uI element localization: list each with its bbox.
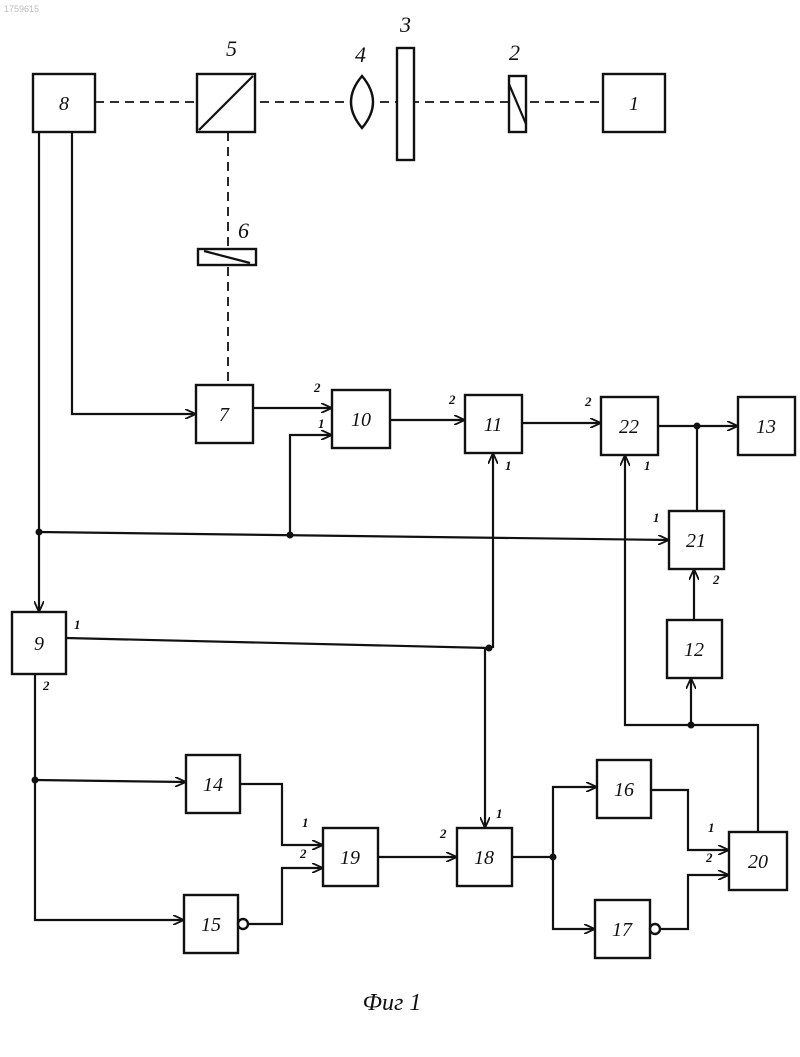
inverter-17 (650, 924, 660, 934)
wire-to-14 (35, 780, 186, 782)
wire-to-10-in1 (290, 435, 332, 535)
label-block-14: 14 (203, 774, 223, 796)
label-block-15: 15 (201, 914, 221, 936)
pin-11-2: 2 (448, 392, 456, 407)
label-block-17: 17 (612, 919, 633, 941)
label-optic-5: 5 (226, 36, 237, 61)
document-number: 1759615 (4, 4, 39, 14)
label-block-9: 9 (34, 633, 44, 655)
wire-to-16 (553, 787, 597, 857)
label-block-11: 11 (484, 414, 503, 436)
pin-22-1: 1 (644, 458, 651, 473)
wire-14-to-19 (240, 784, 323, 845)
pin-9-1: 1 (74, 617, 81, 632)
pin-20-1: 1 (708, 820, 715, 835)
label-block-18: 18 (474, 847, 494, 869)
label-block-7: 7 (219, 404, 230, 426)
wire-17-to-20 (660, 875, 729, 929)
pin-20-2: 2 (705, 850, 713, 865)
pin-21-2: 2 (712, 572, 720, 587)
label-block-21: 21 (686, 530, 706, 552)
label-block-12: 12 (684, 639, 704, 661)
label-block-10: 10 (351, 409, 371, 431)
inverter-15 (238, 919, 248, 929)
label-block-1: 1 (629, 93, 639, 115)
pin-18-1: 1 (496, 806, 503, 821)
wire-15-to-19 (248, 868, 323, 924)
label-optic-4: 4 (355, 42, 366, 67)
label-optic-3: 3 (399, 12, 411, 37)
label-block-19: 19 (340, 847, 360, 869)
label-optic-2: 2 (509, 40, 520, 65)
junction-b (287, 532, 294, 539)
wire-8-to-7 (72, 132, 196, 414)
pin-19-2: 2 (299, 846, 307, 861)
plate-3 (397, 48, 414, 160)
pin-21-1: 1 (653, 510, 660, 525)
wire-9-out1 (66, 638, 489, 648)
wire-16-to-20 (651, 790, 729, 850)
pin-11-1: 1 (505, 458, 512, 473)
label-optic-6: 6 (238, 218, 249, 243)
label-block-22: 22 (619, 416, 639, 438)
wire-9-out2 (35, 674, 184, 920)
pin-9-2: 2 (42, 678, 50, 693)
lens-4 (351, 76, 373, 128)
label-block-8: 8 (59, 93, 69, 115)
wire-8-to-21 (39, 532, 669, 540)
junction-e (486, 645, 493, 652)
label-block-16: 16 (614, 779, 634, 801)
wire-to-17 (553, 857, 595, 929)
pin-18-2: 2 (439, 826, 447, 841)
pin-19-1: 1 (302, 815, 309, 830)
label-block-13: 13 (756, 416, 776, 438)
wire-20-out (691, 725, 758, 832)
pin-10-1: 1 (318, 416, 325, 431)
junction-a (36, 529, 43, 536)
pin-10-2: 2 (313, 380, 321, 395)
figure-caption: Фиг 1 (363, 990, 422, 1016)
label-block-20: 20 (748, 851, 768, 873)
pin-22-2: 2 (584, 394, 592, 409)
wire-to-22-in1 (625, 455, 691, 725)
junction-f (32, 777, 39, 784)
